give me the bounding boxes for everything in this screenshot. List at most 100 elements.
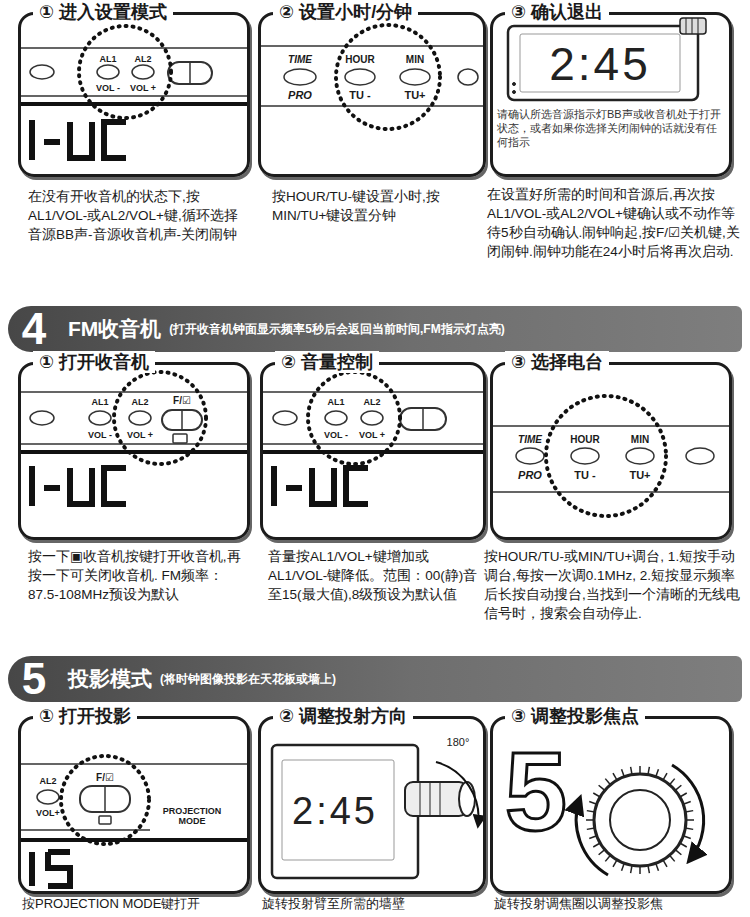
art-shape: [680, 18, 706, 34]
art-shape: [21, 450, 247, 454]
art-shape: [282, 760, 394, 860]
panel-heading: ② 调整投射方向: [273, 705, 413, 727]
art-shape: [325, 411, 347, 425]
art-shape: [336, 25, 440, 129]
angle-label: 180°: [447, 736, 470, 749]
button-label: VOL -: [88, 430, 112, 440]
panel-heading: ③ 确认退出: [505, 1, 609, 23]
button-label: AL2: [39, 776, 56, 786]
projector-arm-art: [272, 745, 479, 878]
button-label: F/☑: [96, 772, 114, 784]
art-shape: [89, 411, 111, 425]
button-label: PRO: [288, 89, 312, 102]
panel-setting-mode-art: [21, 26, 247, 160]
art-shape: [546, 396, 666, 516]
button-label: AL1: [327, 397, 344, 407]
art-shape: [30, 411, 54, 425]
instruction-text: 音量按AL1/VOL+键增加或AL1/VOL-键降低。范围：00(静)音至15(…: [268, 548, 483, 605]
step-panel: ② 音量控制: [260, 362, 486, 540]
button-label: VOL +: [130, 83, 156, 93]
art-shape: [436, 762, 479, 826]
step-panel: ① 进入设置模式: [18, 12, 250, 177]
button-label: AL1: [99, 54, 116, 64]
button-label: AL2: [363, 397, 380, 407]
art-shape: [162, 410, 202, 430]
panel-heading: ② 设置小时/分钟: [273, 1, 418, 23]
button-label: AL2: [131, 397, 148, 407]
art-shape: [61, 756, 149, 844]
art-shape: [79, 26, 171, 118]
art-shape: [168, 62, 212, 84]
panel-heading: ③ 选择电台: [505, 351, 609, 373]
display-digits: 2:45: [549, 38, 651, 91]
art-shape: [30, 65, 54, 79]
art-shape: [586, 766, 694, 874]
art-shape: [274, 466, 368, 506]
section-note: (将时钟图像投影在天花板或墙上): [160, 671, 336, 688]
instruction-text: 旋转投射臂至所需的墙壁: [262, 897, 484, 912]
art-shape: [459, 782, 475, 816]
step-panel: ① 打开收音机: [18, 362, 250, 540]
art-shape: [181, 410, 183, 430]
instruction-text: 在没有开收音机的状态下,按AL1/VOL-或AL2/VOL+键,循环选择音源BB…: [28, 188, 246, 245]
section-title: 投影模式: [68, 665, 152, 693]
button-label: VOL -: [324, 430, 348, 440]
section-number: 5: [8, 656, 60, 702]
art-shape: [32, 852, 70, 886]
art-shape: [21, 764, 247, 830]
art-shape: [672, 765, 704, 861]
button-label: TIME: [518, 434, 542, 446]
art-shape: [405, 782, 467, 816]
art-shape: [32, 120, 126, 160]
button-label: TU+: [404, 89, 425, 102]
button-label: PROJECTION MODE: [156, 806, 228, 827]
instruction-text: 按HOUR/TU-键设置小时,按MIN/TU+键设置分钟: [272, 188, 482, 226]
section-band: 5 投影模式 (将时钟图像投影在天花板或墙上): [8, 656, 742, 702]
art-shape: [400, 408, 446, 430]
art-shape: [508, 26, 698, 100]
art-shape: [173, 434, 187, 443]
button-label: TIME: [288, 54, 312, 66]
button-label: AL2: [134, 54, 151, 64]
art-shape: [21, 392, 247, 444]
art-shape: [263, 450, 483, 454]
button-label: PRO: [518, 469, 542, 482]
art-shape: [571, 448, 599, 464]
instruction-text: 旋转投射调焦圈以调整投影焦: [494, 897, 730, 912]
art-shape: [610, 790, 670, 850]
focus-ring-art: [576, 765, 703, 875]
panel-heading: ② 音量控制: [275, 351, 379, 373]
art-shape: [99, 816, 111, 824]
art-shape: [400, 69, 430, 85]
button-label: HOUR: [345, 54, 374, 66]
art-shape: [284, 69, 316, 85]
button-label: F/☑: [173, 395, 191, 407]
panel-heading: ① 进入设置模式: [33, 1, 173, 23]
button-label: VOL -: [96, 83, 120, 93]
art-shape: [261, 46, 483, 106]
art-shape: [422, 408, 424, 430]
art-shape: [308, 372, 400, 464]
button-label: MIN: [406, 54, 424, 66]
panel-radio-on-art: [21, 372, 247, 506]
art-shape: [361, 411, 383, 425]
art-shape: [104, 786, 106, 812]
art-shape: [263, 392, 483, 444]
section-title: FM收音机: [68, 315, 161, 343]
button-label: TU+: [629, 469, 650, 482]
step-panel: ③ 确认退出: [490, 12, 732, 177]
button-label: VOL +: [127, 430, 153, 440]
panel-set-time-art: [261, 25, 483, 129]
art-shape: [129, 411, 151, 425]
art-shape: [80, 786, 130, 812]
art-shape: [516, 448, 544, 464]
instruction-text: 按一下▣收音机按键打开收音机,再按一下可关闭收音机. FM频率：87.5-108…: [28, 548, 250, 605]
instruction-text: 按PROJECTION MODE键打开: [22, 897, 250, 912]
art-shape: [686, 448, 714, 464]
art-shape: [21, 48, 247, 96]
button-label: AL1: [91, 397, 108, 407]
art-shape: [493, 426, 729, 492]
button-label: TU -: [574, 469, 595, 482]
panel-heading: ① 打开投影: [33, 705, 137, 727]
